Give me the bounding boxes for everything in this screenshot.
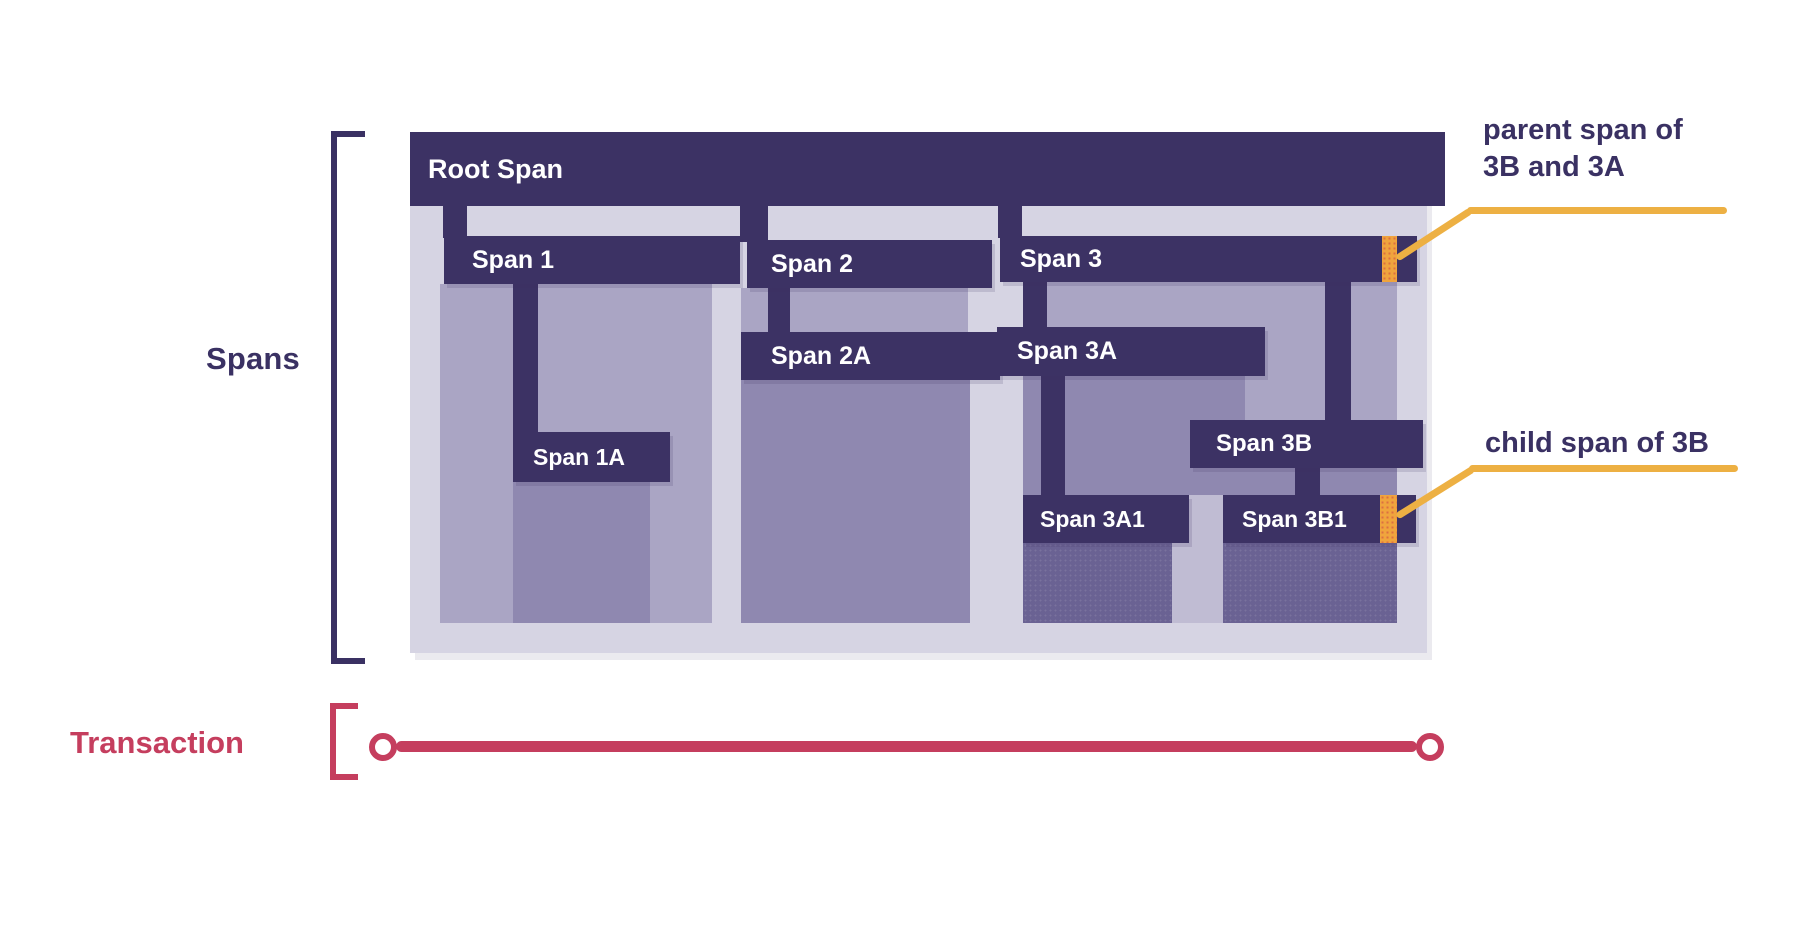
parent-annotation-line2: 3B and 3A bbox=[1483, 151, 1625, 183]
span-3b-label: Span 3B bbox=[1216, 430, 1313, 457]
stem-span3a-to-span3a1 bbox=[1041, 376, 1065, 497]
stem-root-to-span2 bbox=[740, 206, 768, 242]
span-2a-track bbox=[741, 380, 970, 623]
timeline-start-circle bbox=[369, 733, 397, 761]
stem-span3-to-span3a bbox=[1023, 282, 1047, 330]
span-3b1-label: Span 3B1 bbox=[1242, 505, 1347, 532]
stem-root-to-span3 bbox=[998, 206, 1022, 238]
transaction-timeline bbox=[396, 741, 1417, 752]
stem-span2-to-span2a bbox=[768, 288, 790, 334]
child-annotation-leader-horizontal bbox=[1469, 465, 1738, 472]
span-3-parent-highlight-marker bbox=[1382, 236, 1397, 282]
spans-side-label: Spans bbox=[205, 341, 300, 376]
span-3a-bar: Span 3A bbox=[997, 327, 1265, 376]
span-1a-bar: Span 1A bbox=[513, 432, 670, 482]
parent-span-annotation: parent span of 3B and 3A bbox=[1483, 112, 1783, 186]
span-2-label: Span 2 bbox=[771, 249, 853, 278]
span-3a1-track bbox=[1023, 543, 1172, 623]
spans-bracket bbox=[331, 131, 365, 664]
timeline-end-circle bbox=[1416, 733, 1444, 761]
stem-span1-to-span1a bbox=[513, 284, 538, 434]
stem-span3-to-span3b bbox=[1325, 282, 1351, 422]
span-3b1-child-highlight-marker bbox=[1380, 495, 1397, 543]
root-span-label: Root Span bbox=[428, 153, 563, 184]
span-3a1-label: Span 3A1 bbox=[1040, 505, 1145, 532]
span-1a-label: Span 1A bbox=[533, 443, 626, 470]
span-1-label: Span 1 bbox=[472, 245, 554, 274]
stem-span3b-to-span3b1 bbox=[1295, 468, 1320, 497]
span-3-bar: Span 3 bbox=[1000, 236, 1417, 282]
span-2a-label: Span 2A bbox=[771, 341, 872, 370]
span-3b-bar: Span 3B bbox=[1190, 420, 1423, 468]
child-span-annotation: child span of 3B bbox=[1485, 427, 1709, 459]
span-3b1-track bbox=[1223, 543, 1397, 623]
root-span-bar: Root Span bbox=[410, 132, 1445, 206]
transaction-side-label: Transaction bbox=[70, 725, 244, 760]
span-3a1-bar: Span 3A1 bbox=[1023, 495, 1189, 543]
stem-root-to-span1 bbox=[443, 206, 467, 238]
span-2a-bar: Span 2A bbox=[741, 332, 1000, 380]
span-1-bar: Span 1 bbox=[444, 236, 740, 284]
span-1a-track bbox=[513, 482, 650, 623]
span-3-label: Span 3 bbox=[1020, 244, 1102, 273]
parent-annotation-line1: parent span of bbox=[1483, 114, 1683, 146]
span-2-bar: Span 2 bbox=[747, 240, 992, 288]
span-3a-label: Span 3A bbox=[1017, 337, 1118, 365]
parent-annotation-leader-horizontal bbox=[1467, 207, 1727, 214]
transaction-bracket bbox=[330, 703, 358, 780]
